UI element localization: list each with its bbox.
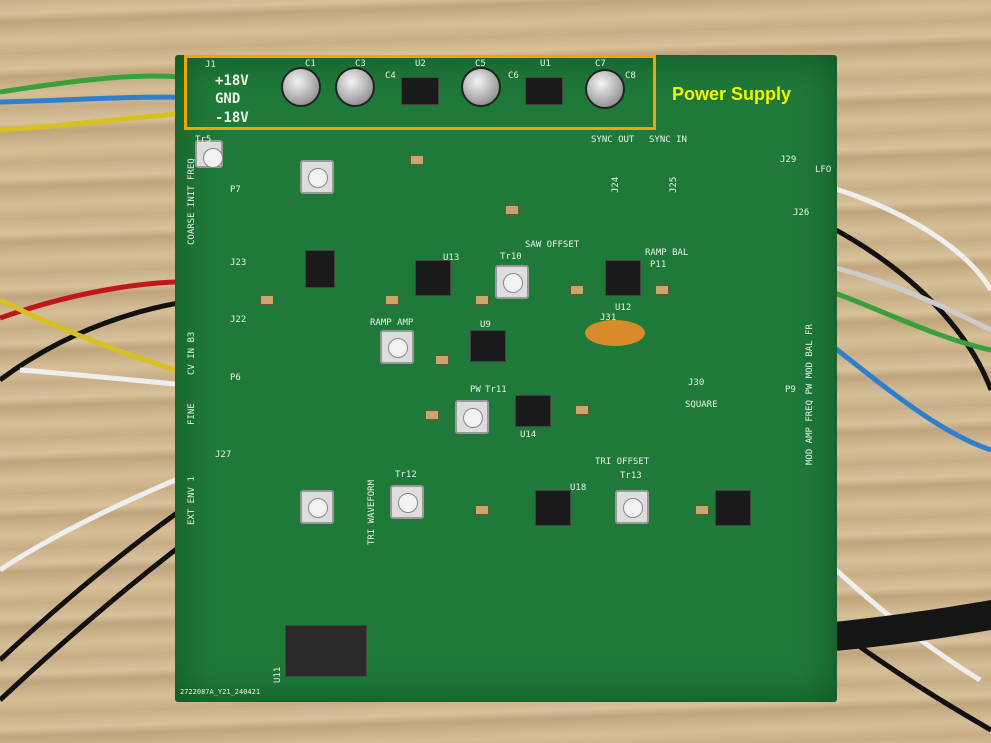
label-ext-env1: EXT ENV 1	[187, 476, 197, 525]
label-u14: U14	[520, 430, 537, 440]
capacitor-c7	[585, 69, 625, 109]
ic-u13	[415, 260, 451, 296]
label-j27: J27	[215, 450, 232, 460]
ic-u2	[401, 77, 439, 105]
pcb-board: J1 +18V GND -18V C1 C3 C4 U2 C5 C6 U1 C7…	[175, 55, 837, 702]
ceramic-capacitor	[585, 320, 645, 346]
label-j1: J1	[205, 60, 216, 70]
label-ramp-amp: RAMP AMP	[370, 318, 414, 328]
label-c8: C8	[625, 71, 636, 81]
capacitor-c3	[335, 67, 375, 107]
ic-u18	[535, 490, 571, 526]
ic-u11	[285, 625, 367, 677]
power-supply-highlight-box	[184, 55, 656, 130]
label-tr11: Tr11	[485, 385, 507, 395]
capacitor-c5	[461, 67, 501, 107]
label-cv-in: CV IN B3	[187, 331, 197, 375]
trimmer[interactable]	[300, 490, 334, 524]
label-j23: J23	[230, 258, 247, 268]
smd-component	[410, 155, 424, 165]
label-c7: C7	[595, 59, 606, 69]
label-lfo: LFO	[815, 165, 832, 175]
label-u1: U1	[540, 59, 551, 69]
power-supply-label: Power Supply	[672, 84, 792, 104]
trimmer-tr13[interactable]	[615, 490, 649, 524]
smd-component	[385, 295, 399, 305]
label-saw-offset: SAW OFFSET	[525, 240, 580, 250]
label-gnd: GND	[215, 91, 241, 107]
label-tri-offset: TRI OFFSET	[595, 457, 650, 467]
smd-component	[475, 295, 489, 305]
smd-component	[655, 285, 669, 295]
label-plus18v: +18V	[215, 73, 249, 89]
label-c1: C1	[305, 59, 316, 69]
label-pw: PW	[470, 385, 481, 395]
label-c4: C4	[385, 71, 396, 81]
label-tr10: Tr10	[500, 252, 522, 262]
label-ramp-bal: RAMP BAL	[645, 248, 689, 258]
label-c5: C5	[475, 59, 486, 69]
smd-component	[695, 505, 709, 515]
label-u13: U13	[443, 253, 460, 263]
board-id: 2722087A_Y21_240421	[180, 688, 261, 696]
trimmer-tr5[interactable]	[195, 140, 223, 168]
label-j30: J30	[688, 378, 705, 388]
label-square: SQUARE	[685, 400, 718, 410]
label-j22: J22	[230, 315, 247, 325]
ic-u12	[605, 260, 641, 296]
label-tr13: Tr13	[620, 471, 642, 481]
label-minus18v: -18V	[215, 110, 249, 126]
ic	[715, 490, 751, 526]
label-c6: C6	[508, 71, 519, 81]
smd-component	[435, 355, 449, 365]
label-j25: J25	[669, 176, 679, 193]
label-fine: FINE	[187, 403, 197, 425]
smd-component	[260, 295, 274, 305]
ic-u14	[515, 395, 551, 427]
trimmer-tr12[interactable]	[390, 485, 424, 519]
label-mod: MOD AMP FREQ PW MOD BAL FR	[805, 324, 815, 465]
trimmer-tr10[interactable]	[495, 265, 529, 299]
ic	[305, 250, 335, 288]
label-u9: U9	[480, 320, 491, 330]
label-u2: U2	[415, 59, 426, 69]
label-p6: P6	[230, 373, 241, 383]
smd-component	[575, 405, 589, 415]
label-c3: C3	[355, 59, 366, 69]
capacitor-c1	[281, 67, 321, 107]
label-tr12: Tr12	[395, 470, 417, 480]
label-j24: J24	[611, 176, 621, 193]
trimmer[interactable]	[300, 160, 334, 194]
label-j31: J31	[600, 313, 617, 323]
label-coarse-init-freq: COARSE INIT FREQ	[187, 158, 197, 245]
label-tri-waveform: TRI WAVEFORM	[367, 479, 377, 545]
label-u18: U18	[570, 483, 587, 493]
smd-component	[475, 505, 489, 515]
smd-component	[570, 285, 584, 295]
label-sync-out: SYNC OUT	[591, 135, 635, 145]
label-sync-in: SYNC IN	[649, 135, 687, 145]
label-j26: J26	[793, 208, 810, 218]
label-p11: P11	[650, 260, 667, 270]
label-tr5: Tr5	[195, 135, 212, 145]
label-u12: U12	[615, 303, 632, 313]
label-p9: P9	[785, 385, 796, 395]
trimmer-tr11[interactable]	[455, 400, 489, 434]
smd-component	[505, 205, 519, 215]
label-u11: U11	[273, 666, 283, 683]
ic-u1	[525, 77, 563, 105]
smd-component	[425, 410, 439, 420]
label-p7: P7	[230, 185, 241, 195]
trimmer-ramp-amp[interactable]	[380, 330, 414, 364]
ic-u9	[470, 330, 506, 362]
label-j29: J29	[780, 155, 797, 165]
